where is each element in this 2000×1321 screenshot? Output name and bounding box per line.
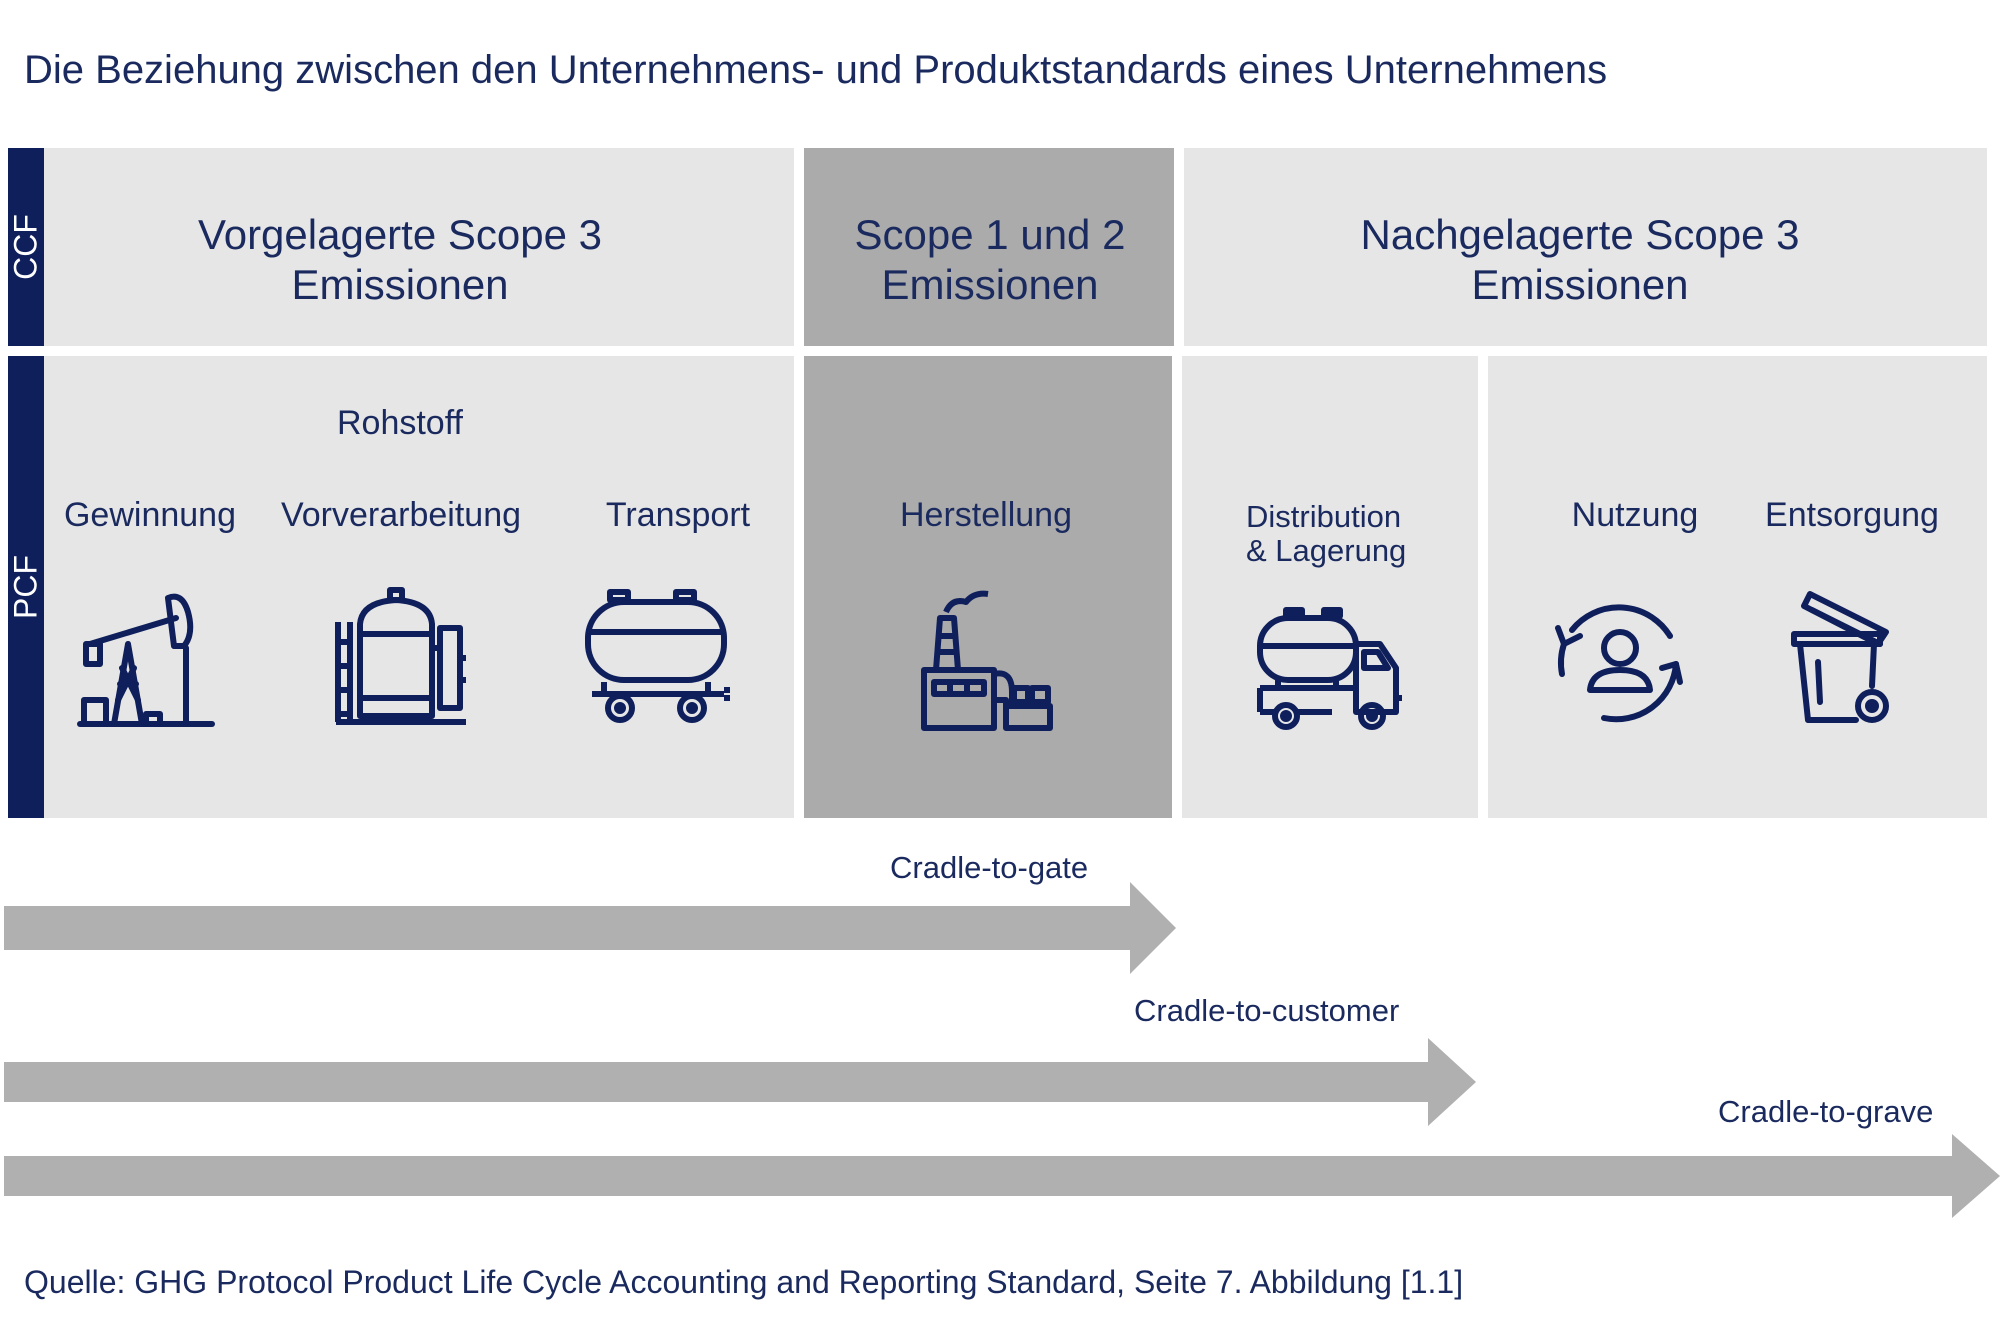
pcf-upstream-cell [44, 356, 794, 818]
oil-pump-icon [76, 588, 216, 728]
cradle-to-customer-label: Cradle-to-customer [1134, 993, 1400, 1028]
label-vorverarbeitung: Vorverarbeitung [280, 496, 522, 534]
page-title: Die Beziehung zwischen den Unternehmens-… [24, 48, 1608, 92]
source-note: Quelle: GHG Protocol Product Life Cycle … [24, 1264, 1464, 1300]
user-cycle-icon [1552, 592, 1688, 728]
pcf-herstellung-cell [804, 356, 1172, 818]
pcf-distribution-cell [1182, 356, 1478, 818]
label-transport: Transport [605, 496, 751, 534]
factory-icon [918, 588, 1054, 731]
cradle-to-customer-arrow [4, 1038, 1476, 1126]
cradle-to-grave-arrow [4, 1134, 2000, 1218]
ccf-downstream-cell [1184, 148, 1987, 346]
label-herstellung: Herstellung [900, 496, 1072, 534]
cradle-to-gate-label: Cradle-to-gate [890, 850, 1089, 885]
tank-truck-icon [1256, 607, 1404, 730]
ccf-scope12-title: Scope 1 und 2 Emissionen [854, 211, 1126, 308]
label-distribution: Distribution & Lagerung [1246, 500, 1406, 568]
ccf-upstream-cell [44, 148, 794, 346]
ccf-upstream-title: Vorgelagerte Scope 3 Emissionen [198, 211, 602, 308]
ccf-downstream-title: Nachgelagerte Scope 3 Emissionen [1360, 211, 1800, 308]
label-entsorgung: Entsorgung [1765, 496, 1939, 534]
tank-wagon-icon [584, 589, 730, 726]
ccf-row-label: CCF [8, 148, 44, 346]
label-distribution-line1: Distribution [1246, 499, 1402, 534]
tank-icon [334, 587, 470, 728]
cradle-to-grave-label: Cradle-to-grave [1718, 1094, 1934, 1129]
label-nutzung: Nutzung [1571, 496, 1699, 534]
label-distribution-line2: & Lagerung [1246, 533, 1407, 568]
pcf-use-disposal-cell [1488, 356, 1987, 818]
label-rohstoff: Rohstoff [336, 404, 463, 442]
ccf-scope12-cell [804, 148, 1174, 346]
cradle-to-gate-arrow [4, 882, 1176, 974]
trash-bin-icon [1790, 590, 1894, 730]
pcf-row-label: PCF [8, 356, 44, 818]
label-gewinnung: Gewinnung [63, 496, 236, 534]
